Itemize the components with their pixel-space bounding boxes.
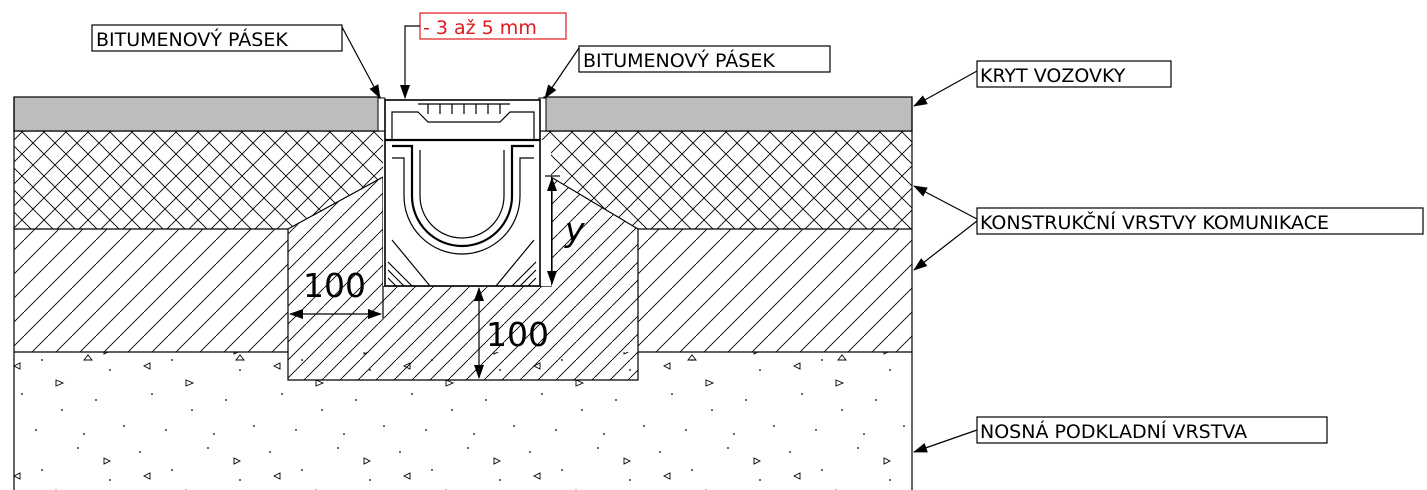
drainage-channel: [384, 99, 541, 287]
dimension-bottom: 100: [474, 287, 549, 379]
asphalt-surface: [13, 96, 913, 132]
label-construction-layers: KONSTRUKČNÍ VRSTVY KOMUNIKACE: [913, 185, 1424, 271]
svg-text:- 3 až 5 mm: - 3 až 5 mm: [423, 17, 537, 39]
svg-text:KRYT VOZOVKY: KRYT VOZOVKY: [980, 65, 1126, 87]
svg-text:NOSNÁ PODKLADNÍ VRSTVA: NOSNÁ PODKLADNÍ VRSTVA: [980, 420, 1247, 443]
svg-text:BITUMENOVÝ PÁSEK: BITUMENOVÝ PÁSEK: [583, 49, 775, 72]
dim-y-label: y: [564, 210, 585, 249]
dimension-side: 100: [289, 266, 384, 319]
svg-text:BITUMENOVÝ PÁSEK: BITUMENOVÝ PÁSEK: [96, 28, 288, 51]
label-tolerance: - 3 až 5 mm: [400, 12, 567, 99]
construction-layer: [14, 130, 912, 229]
label-road-surface: KRYT VOZOVKY: [913, 60, 1172, 107]
label-bitumen-left: BITUMENOVÝ PÁSEK: [91, 24, 381, 99]
dimension-y: y: [545, 175, 585, 285]
svg-text:KONSTRUKČNÍ VRSTVY KOMUNIKACE: KONSTRUKČNÍ VRSTVY KOMUNIKACE: [980, 210, 1329, 234]
label-base-layer: NOSNÁ PODKLADNÍ VRSTVA: [913, 416, 1328, 453]
dim-bottom-label: 100: [486, 315, 549, 354]
label-bitumen-right: BITUMENOVÝ PÁSEK: [544, 45, 831, 99]
dim-side-label: 100: [303, 266, 366, 305]
